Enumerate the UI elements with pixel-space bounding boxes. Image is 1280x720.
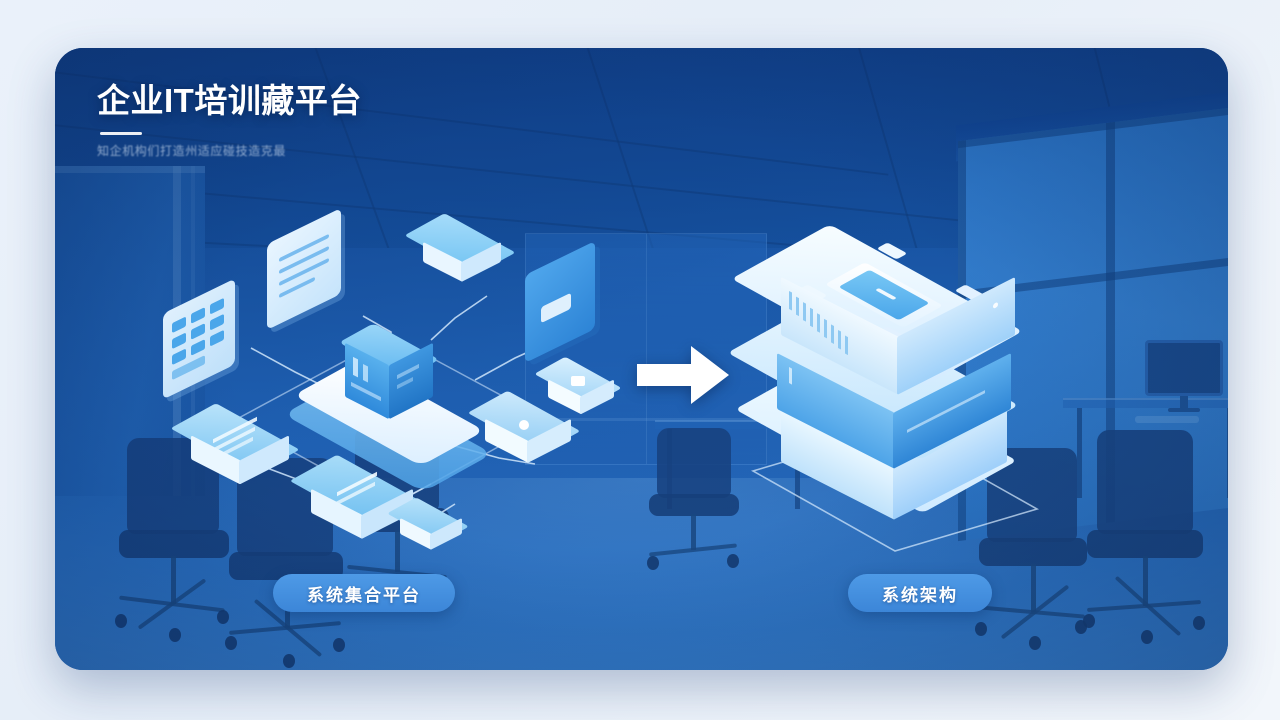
- top-module: [731, 224, 1023, 401]
- hero-card: 企业IT培训藏平台 知企机构们打造州适应碰技造克最: [55, 48, 1228, 670]
- label-pill-right-text: 系统架构: [882, 585, 958, 605]
- page-title: 企业IT培训藏平台: [97, 82, 362, 119]
- chip-box-node: [404, 213, 516, 292]
- cube-hub-node: [283, 323, 493, 492]
- label-pill-right[interactable]: 系统架构: [848, 574, 992, 612]
- arrow-right-icon: [637, 346, 729, 404]
- label-pill-left-text: 系统集合平台: [307, 585, 421, 605]
- label-pill-left[interactable]: 系统集合平台: [273, 574, 455, 612]
- title-divider: [100, 131, 142, 135]
- server-stack-illustration: [727, 224, 1045, 563]
- disc-box-node: [467, 390, 581, 476]
- mini-box-node: [387, 497, 469, 560]
- header-block: 企业IT培训藏平台 知企机构们打造州适应碰技造克最: [97, 82, 362, 159]
- list-box-node: [170, 403, 300, 498]
- page-subtitle: 知企机构们打造州适应碰技造克最: [97, 143, 287, 158]
- small-box-node: [534, 356, 622, 426]
- network-illustration: [155, 207, 625, 551]
- vignette-overlay: [55, 48, 1228, 670]
- blue-color-overlay: [55, 48, 1228, 670]
